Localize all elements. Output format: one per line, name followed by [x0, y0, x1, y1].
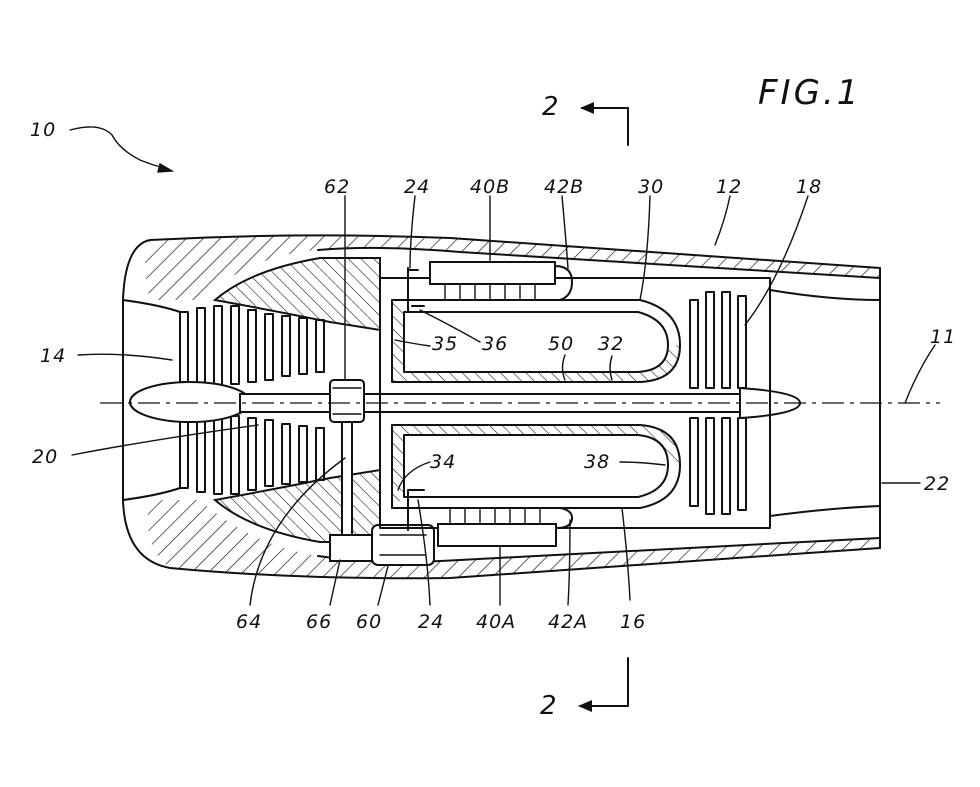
- core-cowl: [212, 257, 381, 543]
- ref-label: 32: [598, 333, 624, 355]
- ref-label: 66: [306, 611, 332, 633]
- ref-label: 10: [30, 119, 56, 141]
- engine-shaft: [129, 381, 802, 423]
- ref-label: 22: [924, 473, 950, 495]
- ref-label: 11: [930, 326, 956, 348]
- gearbox: [329, 379, 435, 566]
- ref-label: 24: [418, 611, 444, 633]
- figure-title: FIG.1: [758, 73, 861, 113]
- ref-label: 35: [432, 333, 458, 355]
- ref-label: 60: [356, 611, 382, 633]
- ref-label: 34: [430, 451, 456, 473]
- exhaust-nozzle: [769, 289, 881, 517]
- ref-label: 16: [620, 611, 646, 633]
- section-arrow-bottom: 2: [540, 657, 629, 721]
- ref-label: 38: [584, 451, 610, 473]
- section-label-top: 2: [542, 92, 559, 122]
- ref-label: 20: [32, 446, 58, 468]
- ref-label: 40B: [470, 176, 510, 198]
- ref-label: 12: [716, 176, 742, 198]
- ref-label: 18: [796, 176, 822, 198]
- section-label-bottom: 2: [540, 691, 557, 721]
- ref-label: 30: [638, 176, 664, 198]
- combustor: [379, 267, 771, 531]
- ref-label: 42B: [544, 176, 584, 198]
- ref-label: 64: [236, 611, 262, 633]
- ref-label: 42A: [548, 611, 588, 633]
- ref-label: 50: [548, 333, 574, 355]
- intake-lip: [122, 299, 181, 501]
- reference-labels: 10 11 12 14 16 18 20 22 24 24 30 32 34 3…: [30, 119, 956, 633]
- ref-label: 14: [40, 345, 66, 367]
- ref-label: 40A: [476, 611, 516, 633]
- leader-lines: [69, 126, 936, 606]
- turbine-blades: [689, 291, 747, 515]
- section-arrow-top: 2: [542, 92, 629, 146]
- ref-label: 36: [482, 333, 508, 355]
- ref-label: 24: [404, 176, 430, 198]
- ref-label: 62: [324, 176, 350, 198]
- fuel-manifolds: [429, 261, 573, 547]
